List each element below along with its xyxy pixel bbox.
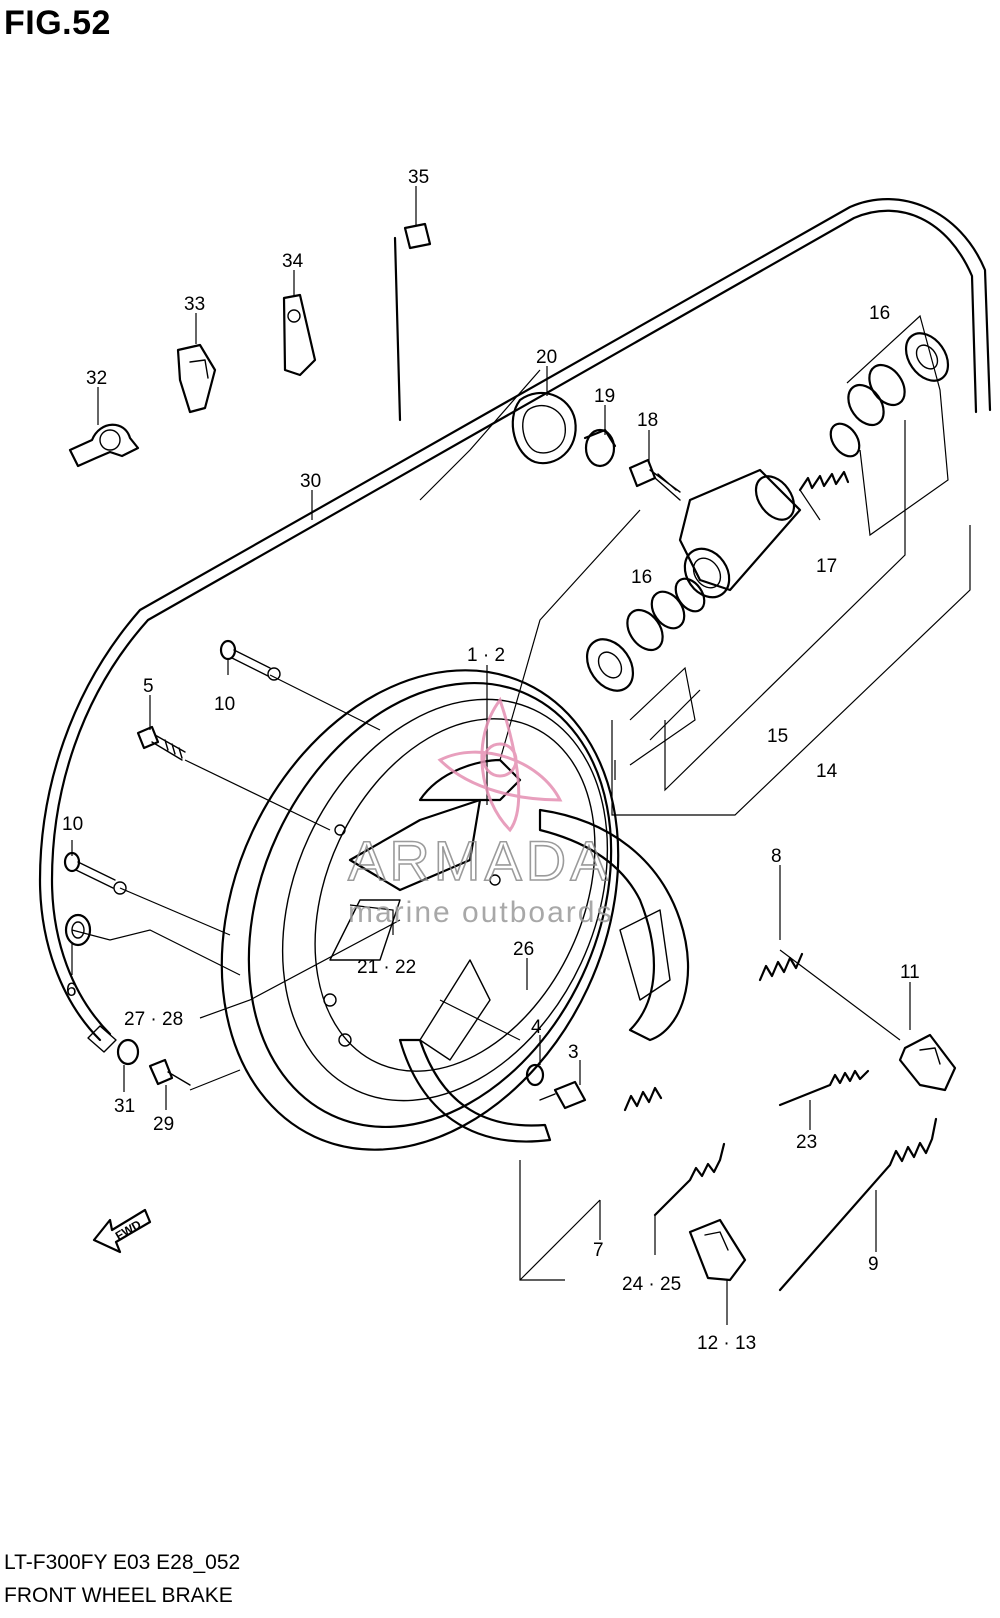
clamp-32 [68, 423, 140, 468]
washer-4 [525, 1063, 545, 1087]
washer-31 [116, 1038, 140, 1066]
clip-12-13 [688, 1218, 747, 1282]
label-30: 30 [300, 471, 321, 492]
part-labels: 35 34 33 32 20 19 18 16 17 30 16 1 · 2 5… [62, 167, 920, 1354]
wheel-cylinder [678, 468, 802, 599]
shoe-spring-lower [623, 1086, 663, 1112]
label-1-2: 1 · 2 [467, 645, 505, 666]
fwd-label: FWD [113, 1217, 144, 1243]
clamp-33 [176, 343, 217, 414]
model-code: LT-F300FY E03 E28_052 [4, 1551, 241, 1574]
bleeder-cap [583, 428, 617, 468]
label-7: 7 [593, 1240, 604, 1261]
label-21-22: 21 · 22 [357, 957, 416, 978]
brake-panel [220, 669, 620, 1151]
gasket [511, 391, 577, 465]
watermark-name: ARMADA [348, 829, 612, 892]
label-29: 29 [153, 1114, 174, 1135]
label-5: 5 [143, 676, 154, 697]
label-18: 18 [637, 410, 658, 431]
label-11: 11 [900, 962, 920, 983]
adjuster-clip-11 [898, 1033, 957, 1092]
label-12-13: 12 · 13 [697, 1333, 756, 1354]
label-16-upper: 16 [869, 303, 890, 324]
label-4: 4 [531, 1017, 542, 1038]
watermark-tagline: marine outboards [348, 896, 613, 929]
cable-tie-35 [393, 222, 432, 422]
label-10-lower: 10 [62, 814, 83, 835]
watermark: ARMADA marine outboards [347, 696, 613, 929]
clamp-34 [282, 293, 317, 377]
return-spring-9 [778, 1117, 938, 1292]
label-24-25: 24 · 25 [622, 1274, 681, 1295]
fwd-arrow-icon: FWD [92, 1208, 152, 1254]
label-8: 8 [771, 846, 782, 867]
brake-hose [38, 198, 992, 1053]
label-20: 20 [536, 347, 557, 368]
label-27-28: 27 · 28 [124, 1009, 183, 1030]
shoe-spring-8 [758, 952, 804, 982]
leader-lines [71, 186, 911, 1325]
spring-23 [778, 1069, 870, 1107]
label-34: 34 [282, 251, 304, 272]
label-6: 6 [66, 980, 77, 1001]
label-15: 15 [767, 726, 788, 747]
label-23: 23 [796, 1132, 817, 1153]
pin-10-lower [63, 851, 127, 895]
bolt-5 [136, 725, 186, 761]
label-3: 3 [568, 1042, 579, 1063]
label-19: 19 [594, 386, 615, 407]
section-name: FRONT WHEEL BRAKE [4, 1584, 233, 1607]
bolt-3 [539, 1080, 587, 1110]
piston-cup-lower [585, 577, 706, 692]
label-26: 26 [513, 939, 534, 960]
label-14: 14 [816, 761, 838, 782]
figure-title: FIG.52 [4, 4, 111, 42]
label-31: 31 [114, 1096, 135, 1117]
label-10-upper: 10 [214, 694, 235, 715]
nut-6 [64, 913, 92, 947]
watermark-logo-icon [437, 696, 563, 833]
label-16-lower: 16 [631, 567, 652, 588]
label-9: 9 [868, 1254, 879, 1275]
brake-shoe [398, 808, 690, 1143]
spring-24-25 [653, 1142, 726, 1217]
label-17: 17 [816, 556, 837, 577]
label-33: 33 [184, 294, 205, 315]
cylinder-spring [798, 470, 850, 492]
piston-cup-upper [829, 332, 950, 458]
pin-10-upper [219, 639, 281, 681]
label-32: 32 [86, 368, 107, 389]
assembly-brackets [519, 314, 971, 1281]
bleeder-screw [628, 458, 681, 501]
label-35: 35 [408, 167, 429, 188]
union-bolt-29 [148, 1058, 191, 1086]
